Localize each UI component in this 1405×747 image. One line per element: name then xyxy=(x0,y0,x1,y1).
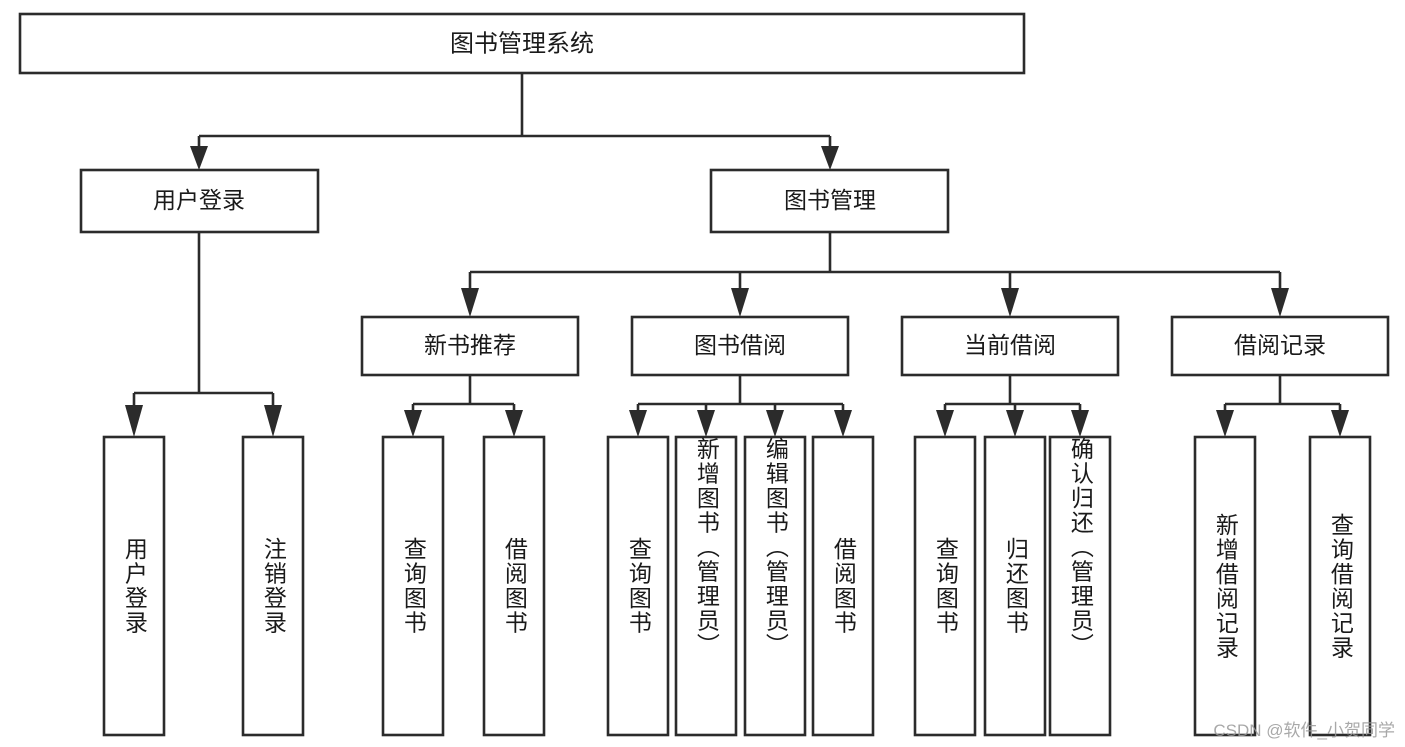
arrow-to-user-login xyxy=(190,146,208,170)
node-current-borrow[interactable] xyxy=(900,315,1120,377)
node-leaf-borrow-book-1[interactable] xyxy=(482,435,546,737)
node-book-borrow-label: 图书借阅 xyxy=(694,332,786,358)
node-borrow-record[interactable] xyxy=(1170,315,1390,377)
arrow-to-book-borrow xyxy=(731,288,749,317)
node-leaf-logout-login[interactable] xyxy=(241,435,305,737)
node-leaf-return-book[interactable] xyxy=(983,435,1047,737)
node-leaf-query-book-2[interactable] xyxy=(606,435,670,737)
node-leaf-query-book-1[interactable] xyxy=(381,435,445,737)
arrow-to-leaf-query-book-1 xyxy=(404,410,422,437)
arrow-to-borrow-record xyxy=(1271,288,1289,317)
node-user-login-label: 用户登录 xyxy=(153,187,245,213)
arrow-to-leaf-logout-login xyxy=(264,405,282,437)
arrow-to-leaf-borrow-book-1 xyxy=(505,410,523,437)
node-user-login[interactable] xyxy=(79,168,320,234)
arrow-to-leaf-return-book xyxy=(1006,410,1024,437)
arrow-to-leaf-query-book-3 xyxy=(936,410,954,437)
arrow-to-book-manage xyxy=(821,146,839,170)
edges-layer xyxy=(125,73,1349,437)
node-leaf-edit-book[interactable] xyxy=(743,435,807,737)
node-new-book-recommend-label: 新书推荐 xyxy=(424,332,516,358)
node-leaf-user-login[interactable] xyxy=(102,435,166,737)
arrow-to-current-borrow xyxy=(1001,288,1019,317)
node-leaf-query-record[interactable] xyxy=(1308,435,1372,737)
nodes-layer: 图书管理系统 用户登录 图书管理 新书推荐 图书借阅 当前借阅 借阅记录 xyxy=(18,12,1390,737)
node-root[interactable] xyxy=(18,12,1026,75)
arrow-to-leaf-add-book xyxy=(697,410,715,437)
arrow-to-leaf-borrow-book-2 xyxy=(834,410,852,437)
node-book-manage-label: 图书管理 xyxy=(784,187,876,213)
node-current-borrow-label: 当前借阅 xyxy=(964,332,1056,358)
arrow-to-leaf-query-record xyxy=(1331,410,1349,437)
node-leaf-add-book[interactable] xyxy=(674,435,738,737)
arrow-to-leaf-confirm-return xyxy=(1071,410,1089,437)
node-new-book-recommend[interactable] xyxy=(360,315,580,377)
arrow-to-leaf-query-book-2 xyxy=(629,410,647,437)
node-root-label: 图书管理系统 xyxy=(450,30,594,57)
node-book-borrow[interactable] xyxy=(630,315,850,377)
node-leaf-borrow-book-2[interactable] xyxy=(811,435,875,737)
node-leaf-query-book-3[interactable] xyxy=(913,435,977,737)
arrow-to-new-book-recommend xyxy=(461,288,479,317)
node-leaf-add-record[interactable] xyxy=(1193,435,1257,737)
node-leaf-confirm-return[interactable] xyxy=(1048,435,1112,737)
node-borrow-record-label: 借阅记录 xyxy=(1234,332,1326,358)
arrow-to-leaf-add-record xyxy=(1216,410,1234,437)
node-book-manage[interactable] xyxy=(709,168,950,234)
arrow-to-leaf-user-login xyxy=(125,405,143,437)
arrow-to-leaf-edit-book xyxy=(766,410,784,437)
